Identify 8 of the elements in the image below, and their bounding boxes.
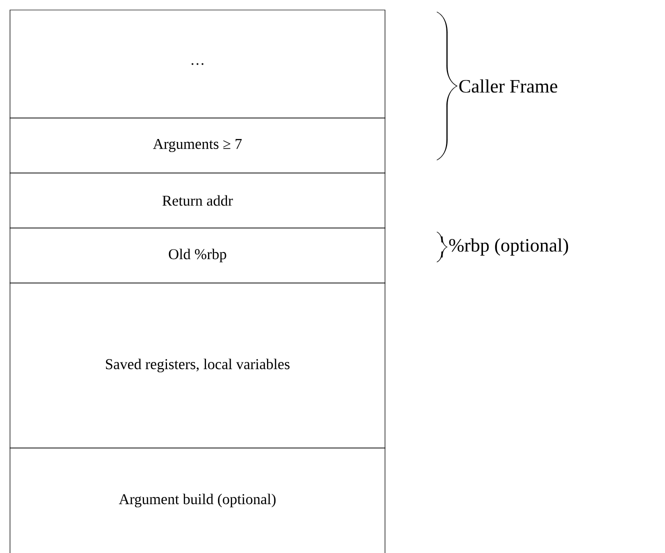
stack-slot: Argument build (optional) (10, 448, 386, 553)
stack-slot: Old %rbp (10, 228, 386, 284)
stack-slot: … (10, 10, 386, 118)
stack-slot: Arguments ≥ 7 (10, 118, 386, 174)
brace-label: %rbp (optional) (449, 238, 568, 256)
stack-slot: Saved registers, local variables (10, 282, 386, 448)
brace-label: Caller Frame (459, 79, 558, 93)
stack-slot: Return addr (10, 172, 386, 228)
